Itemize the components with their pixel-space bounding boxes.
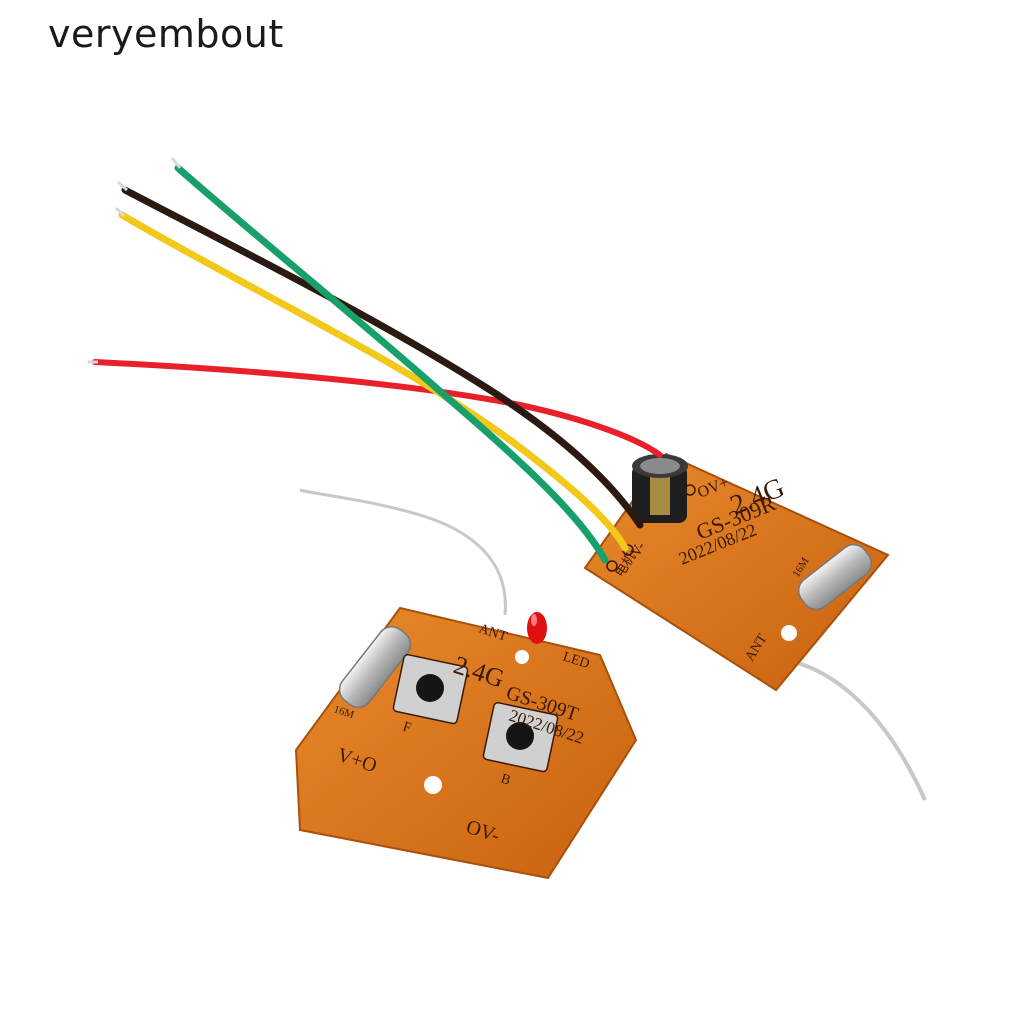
receiver-antenna-wire bbox=[769, 656, 927, 801]
transmitter-led bbox=[527, 612, 547, 644]
transmitter-board: ANT LED 2.4G GS-309T 2022/08/22 16M F B … bbox=[294, 606, 638, 880]
wire-bundle bbox=[88, 157, 663, 564]
receiver-pin-vminus-label: V- bbox=[628, 539, 649, 560]
receiver-board: OV+ 2.4G GS-309R 2022/08/22 V- 电机 16M AN… bbox=[583, 452, 890, 692]
wire-yellow-tip bbox=[114, 206, 126, 218]
wire-black bbox=[121, 186, 644, 529]
receiver-crystal bbox=[797, 543, 873, 611]
wire-green bbox=[174, 164, 609, 564]
receiver-pad-vplus bbox=[684, 484, 696, 496]
transmitter-crystal bbox=[338, 625, 412, 709]
wire-green-tip bbox=[170, 157, 182, 169]
transmitter-mounting-hole-top bbox=[515, 650, 529, 664]
button-f bbox=[392, 653, 469, 725]
wire-black-tip bbox=[117, 180, 128, 192]
receiver-mounting-hole bbox=[781, 625, 797, 641]
transmitter-mounting-hole-left bbox=[424, 776, 442, 794]
transmitter-antenna-wire bbox=[299, 488, 507, 616]
receiver-pad-motor bbox=[606, 560, 618, 572]
button-b-label: B bbox=[499, 772, 513, 789]
wire-red bbox=[92, 359, 663, 458]
button-b bbox=[482, 701, 559, 773]
brand-watermark: veryembout bbox=[48, 12, 284, 56]
receiver-capacitor bbox=[632, 454, 688, 523]
